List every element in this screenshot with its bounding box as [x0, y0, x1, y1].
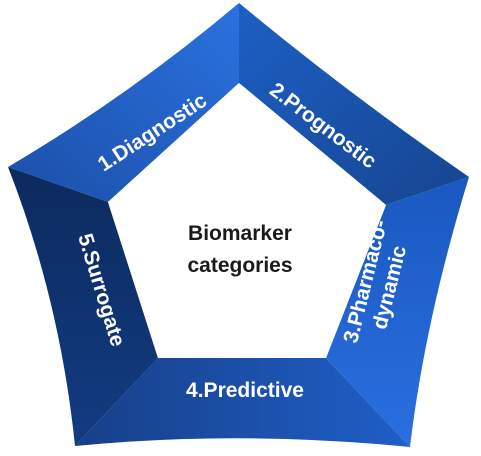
label-predictive: 4.Predictive — [186, 379, 304, 402]
segment-surrogate — [8, 167, 158, 446]
center-title-line1: Biomarker — [188, 222, 292, 245]
center-title-line2: categories — [187, 254, 292, 277]
segment-prognostic — [239, 3, 469, 205]
segment-pharmacodynamic — [326, 177, 469, 447]
center-pentagon — [108, 83, 386, 358]
segment-diagnostic — [8, 3, 239, 202]
segment-predictive — [75, 358, 410, 447]
